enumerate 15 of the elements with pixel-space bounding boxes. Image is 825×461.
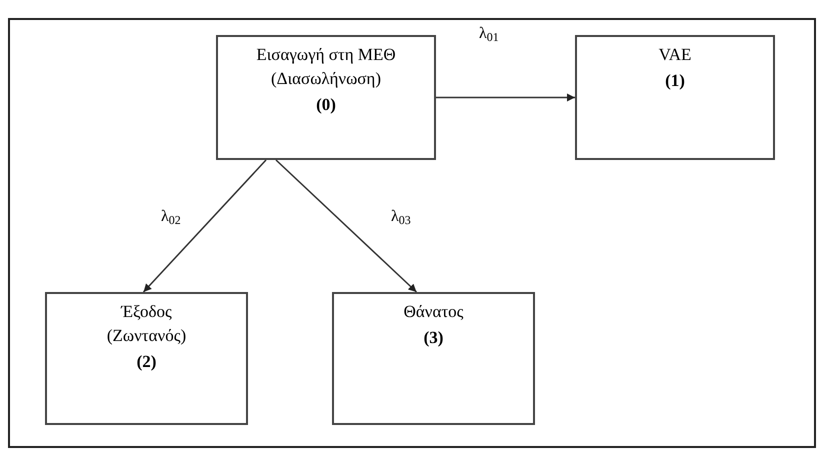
arrow (142, 159, 267, 293)
state-box (575, 35, 775, 160)
arrow (275, 159, 418, 293)
state-number: (2) (136, 351, 156, 373)
arrow (436, 94, 575, 102)
state-number: (3) (424, 327, 444, 349)
state-box (216, 35, 436, 160)
state-name: VAE (658, 44, 692, 66)
state-number: (0) (316, 94, 336, 116)
state-box (332, 292, 535, 425)
state-name: Θάνατος (404, 301, 464, 323)
state-name: Εισαγωγή στη ΜΕΘ (Διασωλήνωση) (255, 44, 397, 90)
state-box (45, 292, 248, 425)
state-name: Έξοδος (Ζωντανός) (106, 301, 188, 347)
state-number: (1) (665, 70, 685, 92)
